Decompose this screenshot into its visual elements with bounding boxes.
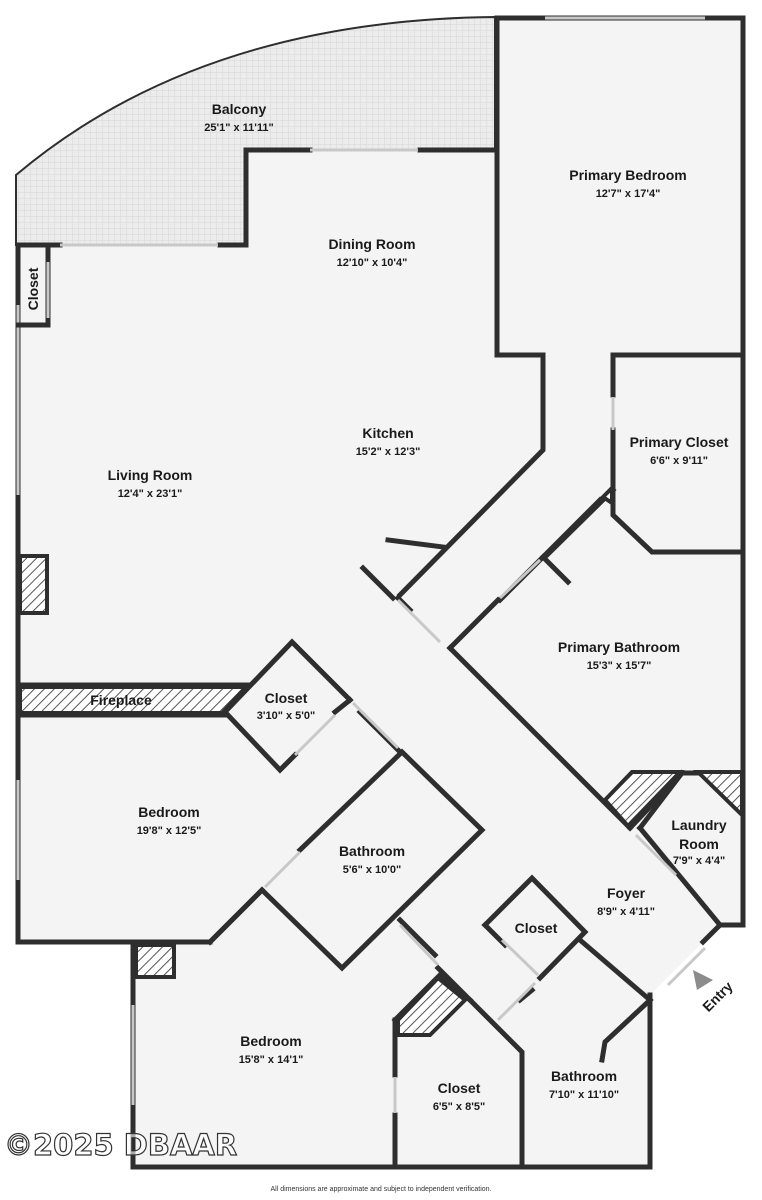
closet-foyer-name: Closet <box>515 920 558 936</box>
dining-room-dim: 12'10" x 10'4" <box>337 257 408 269</box>
kitchen-name: Kitchen <box>362 425 413 441</box>
bedroom-1-dim: 19'8" x 12'5" <box>137 825 202 837</box>
entry-arrow-icon <box>693 970 713 990</box>
primary-bedroom-name: Primary Bedroom <box>569 167 686 183</box>
fireplace-name: Fireplace <box>90 692 152 708</box>
door-openings <box>46 262 707 1113</box>
interior-floor <box>18 18 743 1167</box>
closet-bottom-name: Closet <box>438 1080 481 1096</box>
bedroom-1-name: Bedroom <box>138 804 199 820</box>
watermark: ©2025 DBAAR <box>3 1127 238 1162</box>
closet-mid-name: Closet <box>265 690 308 706</box>
foyer-dim: 8'9" x 4'11" <box>597 906 655 918</box>
closet-mid-dim: 3'10" x 5'0" <box>257 710 315 722</box>
laundry-room-name-line1: Laundry <box>671 817 726 833</box>
bathroom-1-dim: 5'6" x 10'0" <box>343 864 401 876</box>
laundry-room-dim: 7'9" x 4'4" <box>673 855 725 867</box>
disclaimer: All dimensions are approximate and subje… <box>270 1186 492 1193</box>
closet-bottom-dim: 6'5" x 8'5" <box>433 1101 485 1113</box>
kitchen-dim: 15'2" x 12'3" <box>356 446 421 458</box>
primary-bathroom-name: Primary Bathroom <box>558 639 680 655</box>
living-room-name: Living Room <box>108 467 193 483</box>
laundry-room-name-line2: Room <box>679 836 719 852</box>
bathroom-1-name: Bathroom <box>339 843 405 859</box>
bathroom-2-name: Bathroom <box>551 1068 617 1084</box>
primary-closet-name: Primary Closet <box>630 434 729 450</box>
dining-room-name: Dining Room <box>328 236 415 252</box>
bedroom-2-name: Bedroom <box>240 1033 301 1049</box>
primary-closet-dim: 6'6" x 9'11" <box>650 455 708 467</box>
room-labels: Balcony 25'1" x 11'11" Primary Bedroom 1… <box>25 101 736 1113</box>
primary-bathroom-dim: 15'3" x 15'7" <box>587 660 652 672</box>
balcony-name: Balcony <box>212 101 267 117</box>
closet-left-name: Closet <box>25 267 41 310</box>
windows <box>16 16 705 1105</box>
foyer-name: Foyer <box>607 885 646 901</box>
living-room-dim: 12'4" x 23'1" <box>118 488 183 500</box>
bedroom-2-dim: 15'8" x 14'1" <box>239 1054 304 1066</box>
balcony-dim: 25'1" x 11'11" <box>204 122 274 134</box>
primary-bedroom-dim: 12'7" x 17'4" <box>596 188 661 200</box>
bathroom-2-dim: 7'10" x 11'10" <box>549 1089 619 1101</box>
hatched-shafts <box>18 483 744 1037</box>
